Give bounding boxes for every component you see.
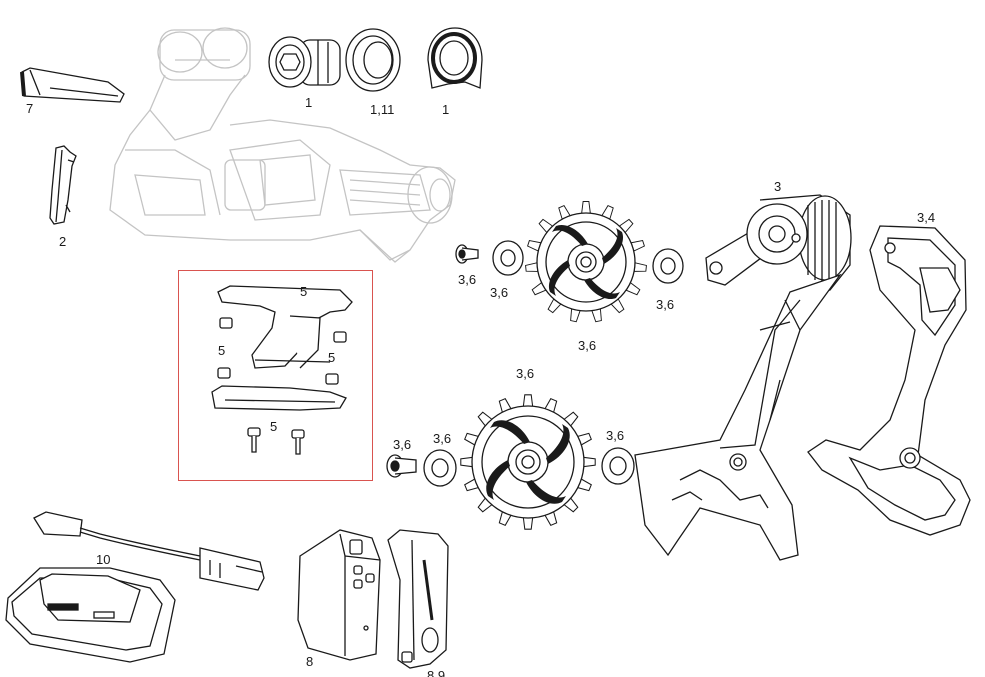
callout-mount-kit-left: 5 bbox=[218, 343, 226, 358]
callout-lower-bolt: 3,6 bbox=[393, 437, 412, 452]
callout-charger: 10 bbox=[96, 552, 111, 567]
battery-cover bbox=[387, 529, 449, 669]
mount-kit bbox=[211, 285, 353, 455]
callout-battery: 8 bbox=[306, 654, 314, 669]
cover-cap bbox=[20, 67, 125, 103]
callout-upper-right-washer: 3,6 bbox=[656, 297, 675, 312]
callout-b-bolt: 1 bbox=[305, 95, 313, 110]
bushing bbox=[345, 28, 401, 92]
outer-cage-plate bbox=[807, 225, 971, 536]
callout-upper-bolt: 3,6 bbox=[458, 272, 477, 287]
lower-pulley-wheel bbox=[460, 394, 596, 530]
callout-mount-kit-bottom: 5 bbox=[270, 419, 278, 434]
link-cover bbox=[49, 145, 77, 225]
callout-bushing: 1,11 bbox=[370, 102, 395, 117]
rear-derailleur-body bbox=[109, 27, 456, 263]
callout-battery-cover: 8,9 bbox=[427, 668, 446, 677]
washer-plate bbox=[427, 27, 483, 89]
charger bbox=[5, 567, 176, 663]
callout-outer-cage: 3,4 bbox=[917, 210, 936, 225]
callout-upper-left-washer: 3,6 bbox=[490, 285, 509, 300]
upper-pulley-wheel bbox=[524, 201, 648, 323]
callout-upper-pulley: 3,6 bbox=[578, 338, 597, 353]
battery bbox=[297, 529, 381, 661]
callout-lower-left-washer: 3,6 bbox=[433, 431, 452, 446]
cage-spring-assembly bbox=[705, 194, 852, 296]
callout-washer-plate: 1 bbox=[442, 102, 450, 117]
mount-kit-highlight-box bbox=[178, 270, 373, 481]
callout-mount-kit-right: 5 bbox=[328, 350, 336, 365]
inner-cage-plate bbox=[634, 273, 842, 561]
usb-cable bbox=[33, 511, 265, 591]
callout-lower-right-washer: 3,6 bbox=[606, 428, 625, 443]
callout-mount-kit-top: 5 bbox=[300, 284, 308, 299]
callout-lower-pulley: 3,6 bbox=[516, 366, 535, 381]
b-bolt bbox=[268, 36, 341, 88]
pulley-hardware bbox=[386, 240, 684, 487]
callout-cover-cap: 7 bbox=[26, 101, 34, 116]
callout-cage-spring: 3 bbox=[774, 179, 782, 194]
callout-link-cover: 2 bbox=[59, 234, 67, 249]
